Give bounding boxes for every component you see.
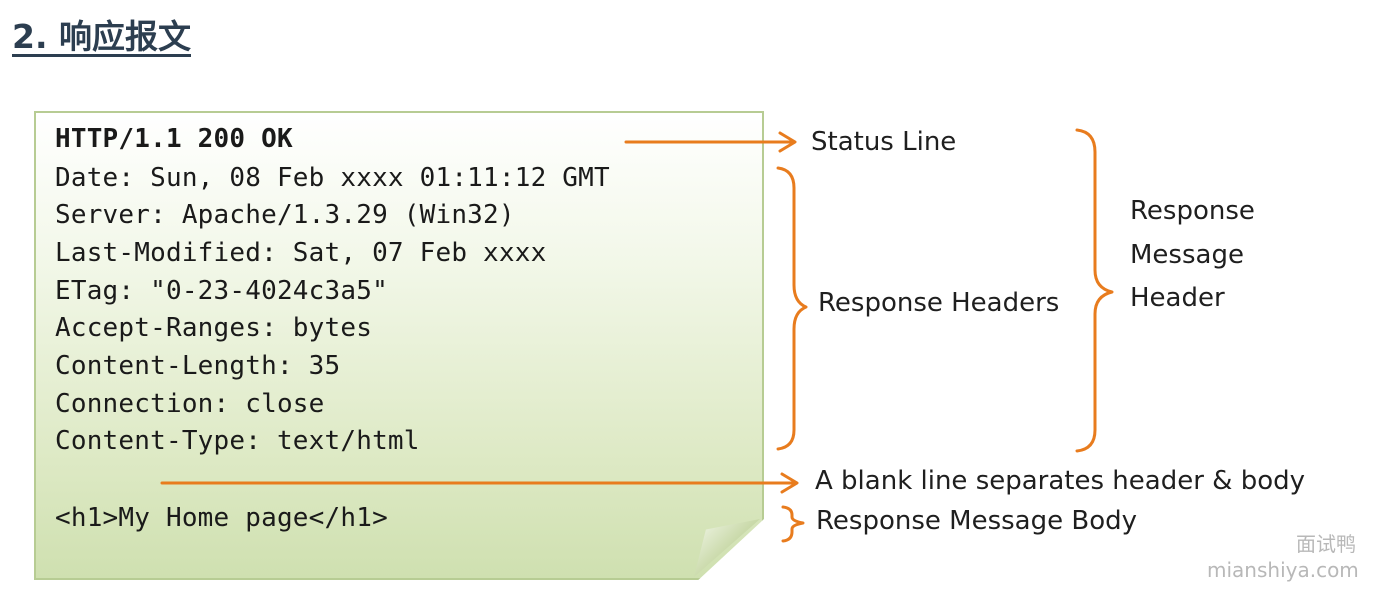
status-line-arrowhead bbox=[778, 131, 797, 153]
header-line: Accept-Ranges: bytes bbox=[55, 313, 373, 343]
header-line: ETag: "0-23-4024c3a5" bbox=[55, 276, 388, 306]
header-group-label-1: Response bbox=[1130, 196, 1255, 226]
body-brace bbox=[781, 505, 805, 543]
note-paper bbox=[34, 111, 764, 580]
header-group-label-2: Message bbox=[1130, 240, 1244, 270]
blank-line-label: A blank line separates header & body bbox=[815, 466, 1306, 496]
header-line: Content-Type: text/html bbox=[55, 426, 420, 456]
header-line: Connection: close bbox=[55, 389, 325, 419]
header-group-label-3: Header bbox=[1130, 283, 1225, 313]
header-line: Content-Length: 35 bbox=[55, 351, 341, 381]
page-heading: 2. 响应报文 bbox=[12, 17, 191, 56]
header-group-brace bbox=[1075, 128, 1114, 453]
watermark-name: 面试鸭 bbox=[1296, 532, 1356, 556]
response-headers-label: Response Headers bbox=[818, 288, 1060, 318]
blank-line-arrowhead bbox=[780, 472, 799, 494]
status-line-text: HTTP/1.1 200 OK bbox=[55, 124, 293, 154]
body-text: <h1>My Home page</h1> bbox=[55, 503, 388, 533]
status-line-label: Status Line bbox=[811, 127, 957, 157]
header-line: Server: Apache/1.3.29 (Win32) bbox=[55, 200, 515, 230]
watermark-url: mianshiya.com bbox=[1207, 558, 1359, 582]
header-line: Date: Sun, 08 Feb xxxx 01:11:12 GMT bbox=[55, 163, 610, 193]
header-line: Last-Modified: Sat, 07 Feb xxxx bbox=[55, 238, 547, 268]
headers-brace bbox=[776, 166, 808, 451]
body-label: Response Message Body bbox=[816, 506, 1137, 536]
